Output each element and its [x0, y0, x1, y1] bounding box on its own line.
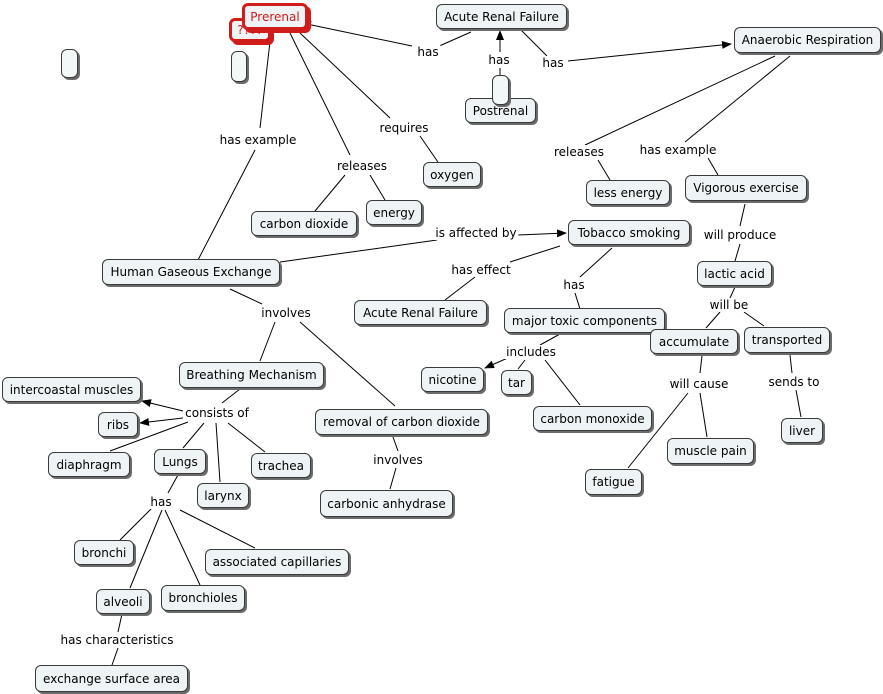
link-label-involves-removal[interactable]: involves: [371, 453, 425, 467]
node-major-toxic-components[interactable]: major toxic components: [504, 308, 665, 333]
node-nicotine[interactable]: nicotine: [421, 367, 484, 392]
node-transported[interactable]: transported: [744, 327, 830, 353]
node-energy[interactable]: energy: [366, 200, 422, 225]
node-lactic-acid[interactable]: lactic acid: [697, 261, 772, 286]
node-postrenal-overlay[interactable]: [492, 75, 509, 105]
node-bronchi[interactable]: bronchi: [74, 540, 134, 565]
link-label-has-effect[interactable]: has effect: [449, 263, 513, 277]
node-empty-small[interactable]: [231, 51, 247, 82]
link-label-involves-hge[interactable]: involves: [259, 306, 313, 320]
link-label-will-produce[interactable]: will produce: [701, 228, 779, 242]
link-label-is-affected-by[interactable]: is affected by: [433, 226, 519, 240]
node-bronchioles[interactable]: bronchioles: [161, 585, 245, 611]
node-vigorous-exercise[interactable]: Vigorous exercise: [685, 175, 807, 201]
link-label-has-example-prerenal[interactable]: has example: [217, 133, 299, 147]
link-label-consists-of[interactable]: consists of: [183, 406, 251, 420]
node-acute-renal-failure-mid[interactable]: Acute Renal Failure: [354, 300, 487, 325]
node-oxygen[interactable]: oxygen: [423, 162, 481, 187]
node-carbonic-anhydrase[interactable]: carbonic anhydrase: [320, 490, 453, 517]
node-intercoastal-muscles[interactable]: intercoastal muscles: [2, 377, 141, 402]
node-larynx[interactable]: larynx: [197, 483, 249, 508]
link-label-requires[interactable]: requires: [377, 121, 431, 135]
node-diaphragm[interactable]: diaphragm: [48, 452, 130, 477]
node-empty-left[interactable]: [61, 49, 78, 78]
node-less-energy[interactable]: less energy: [586, 180, 670, 205]
link-label-has-postrenal[interactable]: has: [486, 53, 512, 67]
link-label-releases-prerenal[interactable]: releases: [334, 159, 390, 173]
link-label-has-lungs[interactable]: has: [148, 495, 174, 509]
link-label-sends-to[interactable]: sends to: [766, 375, 822, 389]
node-prerenal-text: Prerenal: [250, 9, 300, 24]
node-carbon-dioxide[interactable]: carbon dioxide: [251, 211, 357, 236]
node-associated-capillaries[interactable]: associated capillaries: [205, 549, 349, 575]
node-exchange-surface-area[interactable]: exchange surface area: [35, 665, 188, 692]
node-prerenal[interactable]: Prerenal: [242, 3, 308, 30]
node-muscle-pain[interactable]: muscle pain: [667, 438, 754, 464]
node-lungs[interactable]: Lungs: [154, 449, 206, 474]
link-label-includes[interactable]: includes: [504, 345, 558, 359]
node-ribs[interactable]: ribs: [98, 412, 138, 437]
node-trachea[interactable]: trachea: [251, 453, 311, 478]
link-label-has-tobacco[interactable]: has: [561, 278, 587, 292]
link-label-has-example-anaerobic[interactable]: has example: [637, 143, 719, 157]
link-label-has-anaerobic[interactable]: has: [540, 56, 566, 70]
node-liver[interactable]: liver: [781, 418, 823, 443]
node-fatigue[interactable]: fatigue: [585, 469, 642, 495]
link-label-releases-anaerobic[interactable]: releases: [551, 145, 607, 159]
node-carbon-monoxide[interactable]: carbon monoxide: [533, 406, 652, 431]
node-tobacco-smoking[interactable]: Tobacco smoking: [568, 220, 690, 245]
link-label-will-cause[interactable]: will cause: [667, 377, 731, 391]
node-tar[interactable]: tar: [501, 370, 532, 395]
node-removal-of-carbon-dioxide[interactable]: removal of carbon dioxide: [315, 409, 488, 435]
link-label-will-be[interactable]: will be: [707, 298, 751, 312]
node-human-gaseous-exchange[interactable]: Human Gaseous Exchange: [102, 259, 280, 285]
node-alveoli[interactable]: alveoli: [96, 589, 150, 614]
node-acute-renal-failure-top[interactable]: Acute Renal Failure: [436, 4, 567, 29]
link-label-has-characteristics[interactable]: has characteristics: [58, 633, 176, 647]
node-breathing-mechanism[interactable]: Breathing Mechanism: [179, 362, 324, 388]
node-accumulate[interactable]: accumulate: [650, 329, 738, 354]
node-anaerobic-respiration[interactable]: Anaerobic Respiration: [734, 27, 881, 53]
link-label-has-prerenal[interactable]: has: [415, 45, 441, 59]
